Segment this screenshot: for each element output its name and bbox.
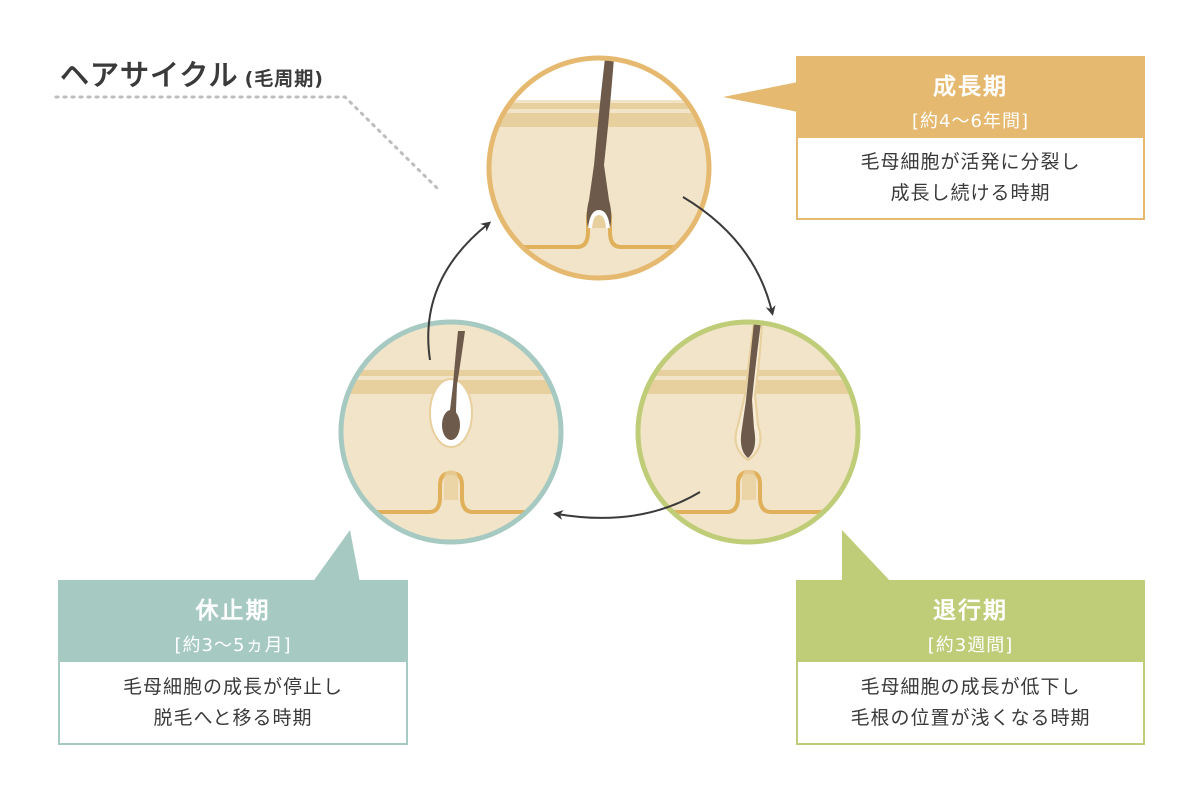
- catagen-panel: 退行期 [約3週間] 毛母細胞の成長が低下し 毛根の位置が浅くなる時期: [796, 580, 1145, 745]
- arrow-catagen-to-telogen: [553, 491, 701, 520]
- arrow-telogen-to-anagen: [427, 221, 492, 361]
- telogen-desc-line: 脱毛へと移る時期: [153, 706, 313, 729]
- page-title: ヘアサイクル(毛周期): [60, 52, 324, 94]
- anagen-header: 成長期 [約4～6年間]: [798, 58, 1143, 138]
- arrow-anagen-to-catagen: [682, 196, 776, 316]
- catagen-duration: [約3週間]: [927, 635, 1014, 656]
- catagen-desc-line: 毛根の位置が浅くなる時期: [850, 706, 1091, 729]
- anagen-desc-line: 毛母細胞が活発に分裂し: [860, 151, 1081, 173]
- anagen-desc-line: 成長し続ける時期: [890, 182, 1051, 204]
- anagen-description: 毛母細胞が活発に分裂し 成長し続ける時期: [798, 138, 1143, 218]
- catagen-illustration: [635, 319, 861, 545]
- telogen-pointer: [312, 530, 360, 583]
- telogen-header: 休止期 [約3～5ヵ月]: [60, 582, 406, 662]
- telogen-illustration: [338, 319, 564, 545]
- catagen-header: 退行期 [約3週間]: [798, 582, 1143, 662]
- anagen-duration: [約4～6年間]: [912, 111, 1029, 132]
- anagen-illustration: [486, 55, 712, 281]
- anagen-pointer: [723, 82, 798, 112]
- title-leader-line: [54, 95, 439, 190]
- anagen-panel: 成長期 [約4～6年間] 毛母細胞が活発に分裂し 成長し続ける時期: [796, 56, 1145, 220]
- catagen-description: 毛母細胞の成長が低下し 毛根の位置が浅くなる時期: [798, 662, 1143, 743]
- anagen-name: 成長期: [933, 74, 1008, 100]
- telogen-desc-line: 毛母細胞の成長が停止し: [122, 675, 343, 698]
- telogen-panel: 休止期 [約3～5ヵ月] 毛母細胞の成長が停止し 脱毛へと移る時期: [58, 580, 408, 745]
- catagen-name: 退行期: [933, 598, 1008, 624]
- title-sub: (毛周期): [244, 68, 324, 90]
- title-main: ヘアサイクル: [60, 58, 239, 92]
- catagen-desc-line: 毛母細胞の成長が低下し: [860, 675, 1081, 698]
- telogen-description: 毛母細胞の成長が停止し 脱毛へと移る時期: [60, 662, 406, 743]
- telogen-duration: [約3～5ヵ月]: [174, 635, 292, 656]
- telogen-name: 休止期: [195, 598, 271, 624]
- catagen-pointer: [842, 530, 892, 583]
